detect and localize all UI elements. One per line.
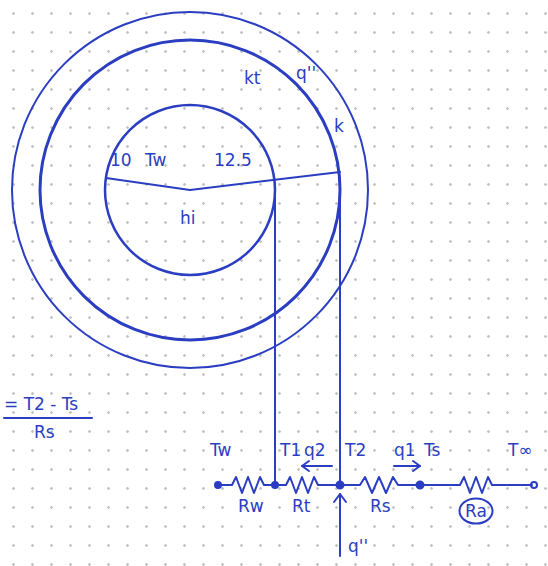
annotation-label: q''	[296, 63, 316, 83]
annotation-label: Rs	[34, 422, 55, 442]
heat-flow-arrow	[394, 465, 420, 467]
annotation-label: Rs	[370, 496, 391, 516]
resistor-symbol	[420, 477, 532, 493]
annotation-label: q''	[348, 536, 368, 556]
radius-line	[106, 178, 190, 190]
annotation-label: 12.5	[214, 150, 252, 170]
annotation-label: T2	[345, 440, 366, 460]
leader-line	[274, 190, 276, 485]
resistor-symbol	[340, 477, 420, 493]
tube-outer-circle	[40, 40, 340, 340]
arrow-head	[334, 494, 346, 502]
heat-flow-arrow	[302, 465, 332, 467]
circled-resistance: Ra	[458, 497, 494, 525]
annotation-label: Rt	[292, 496, 310, 516]
annotation-label: Tw	[145, 150, 166, 170]
annotation-label: Tw	[210, 440, 231, 460]
arrow-head	[413, 461, 420, 471]
node-dot	[531, 482, 537, 488]
fraction-bar	[4, 417, 92, 419]
heat-input-arrow	[339, 494, 341, 556]
annotation-label: 10	[110, 150, 132, 170]
resistor-symbol	[218, 477, 275, 493]
annotation-label: Rw	[238, 496, 264, 516]
annotation-label: = T2 - Ts	[4, 394, 78, 414]
annotation-label: q1	[394, 440, 416, 460]
resistor-symbol	[275, 477, 340, 493]
outer-circle	[12, 12, 368, 368]
arrow-head	[302, 461, 309, 471]
annotation-label: k	[334, 116, 344, 136]
leader-line	[339, 190, 341, 485]
annotation-label: Ts	[424, 440, 440, 460]
annotation-label: q2	[304, 440, 326, 460]
annotation-label: hi	[180, 208, 196, 228]
resistance-label: Ra	[465, 501, 487, 521]
annotation-label: T∞	[508, 440, 533, 460]
annotation-label: kt	[244, 68, 261, 88]
annotation-label: T1	[280, 440, 301, 460]
radius-line	[190, 172, 340, 190]
